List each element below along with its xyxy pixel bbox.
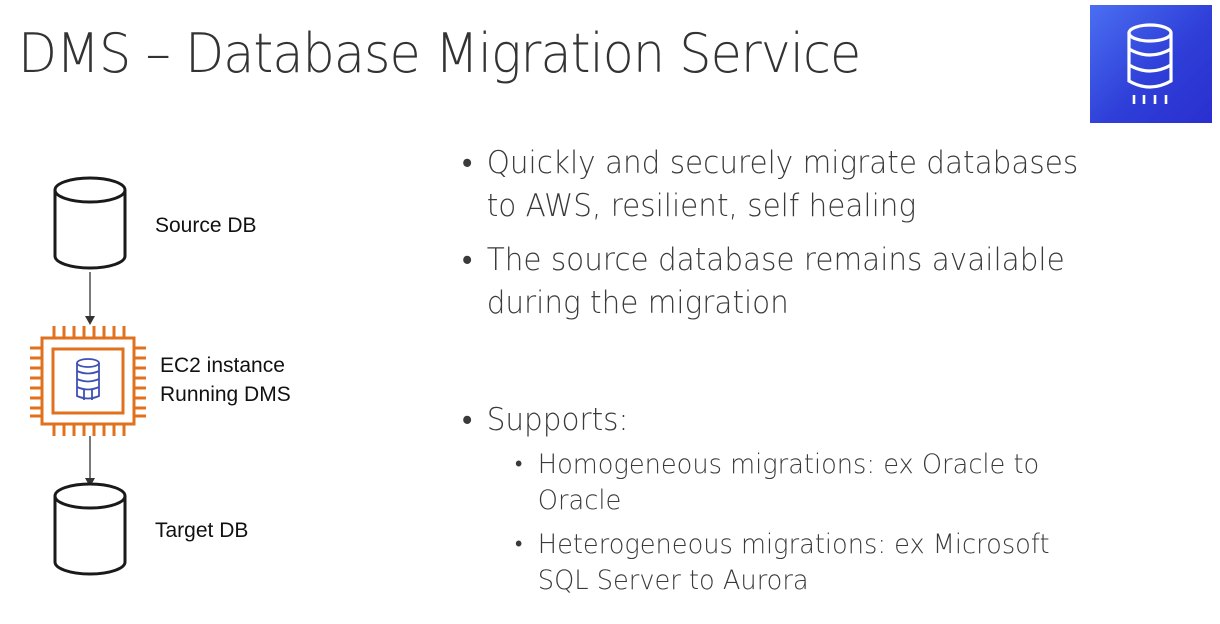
target-db-label: Target DB bbox=[155, 519, 249, 542]
bullet-list: Quickly and securely migrate databases t… bbox=[462, 142, 1202, 599]
sub-bullet-heterogeneous: Heterogeneous migrations: ex Microsoft S… bbox=[515, 527, 1168, 599]
arrow-down-icon bbox=[85, 436, 95, 487]
source-database-icon bbox=[53, 176, 127, 270]
bullet-supports: Supports: bbox=[462, 399, 1165, 442]
sub-bullet-homogeneous: Homogeneous migrations: ex Oracle to Ora… bbox=[515, 447, 1168, 519]
ec2-chip-icon bbox=[30, 326, 146, 436]
ec2-label-line1: EC2 instance bbox=[160, 354, 285, 377]
bullet-source-available: The source database remains available du… bbox=[462, 239, 1165, 325]
arrow-down-icon bbox=[85, 272, 95, 325]
slide-title: DMS – Database Migration Service bbox=[18, 22, 861, 85]
dms-service-logo bbox=[1090, 5, 1212, 123]
target-database-icon bbox=[53, 482, 127, 576]
source-db-label: Source DB bbox=[155, 214, 257, 237]
ec2-label-line2: Running DMS bbox=[160, 383, 291, 406]
bullet-migrate: Quickly and securely migrate databases t… bbox=[462, 142, 1165, 228]
database-service-logo-icon bbox=[1127, 23, 1173, 104]
